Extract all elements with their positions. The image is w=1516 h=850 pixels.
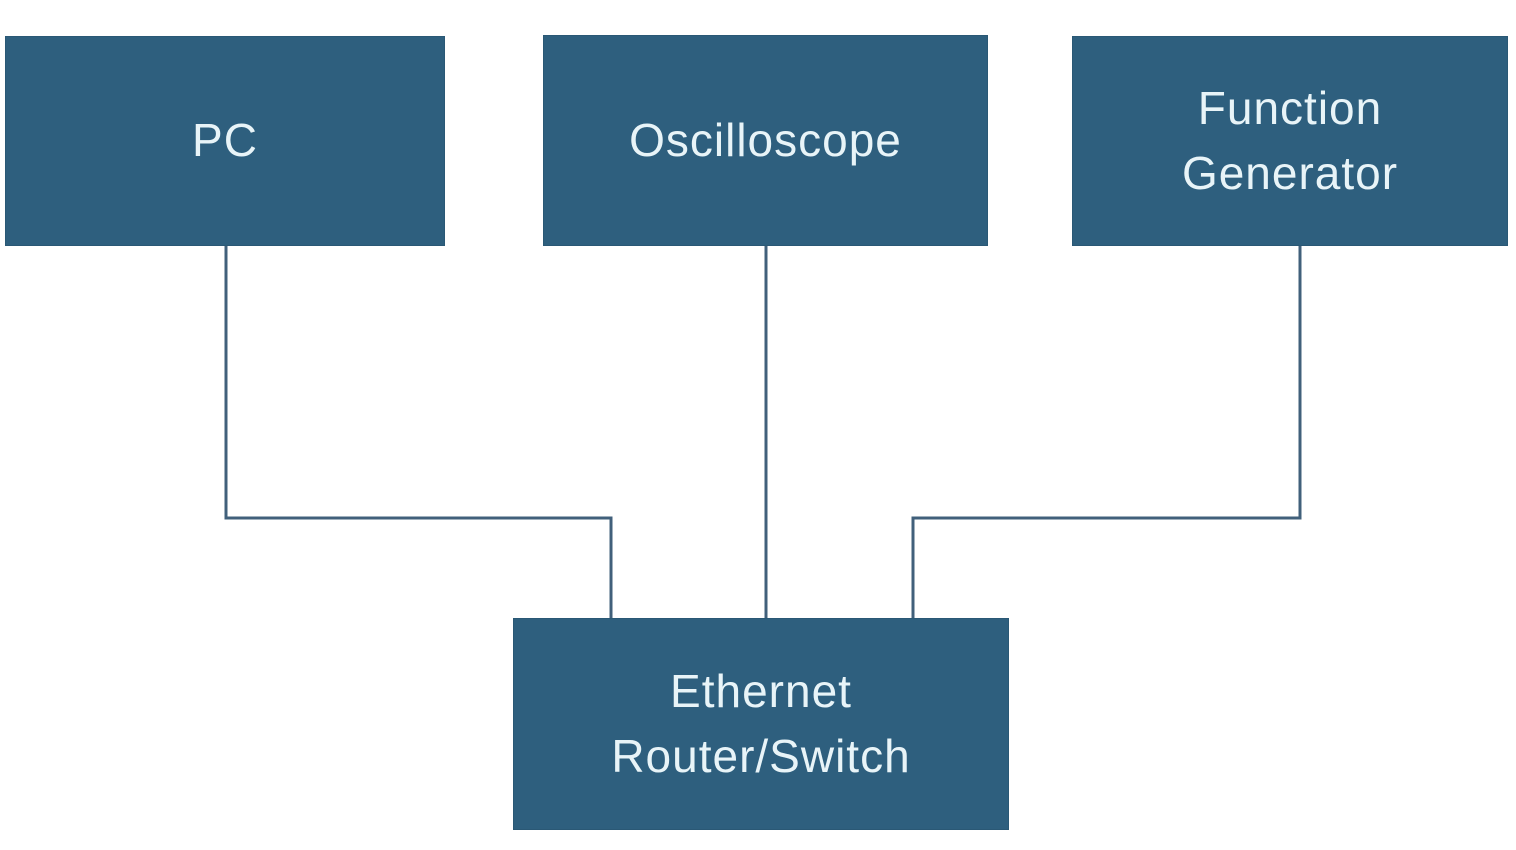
node-pc-label: PC	[192, 114, 258, 167]
connector-function-generator-to-router	[911, 246, 1302, 618]
node-oscilloscope: Oscilloscope	[543, 35, 988, 246]
node-oscilloscope-label: Oscilloscope	[629, 113, 902, 166]
node-ethernet-router-switch-label: Ethernet Router/Switch	[611, 664, 911, 782]
node-function-generator: Function Generator	[1072, 36, 1508, 246]
node-ethernet-router-switch: Ethernet Router/Switch	[513, 618, 1009, 830]
node-pc: PC	[5, 36, 445, 246]
node-function-generator-label: Function Generator	[1181, 81, 1399, 199]
connector-pc-to-router	[224, 246, 613, 618]
